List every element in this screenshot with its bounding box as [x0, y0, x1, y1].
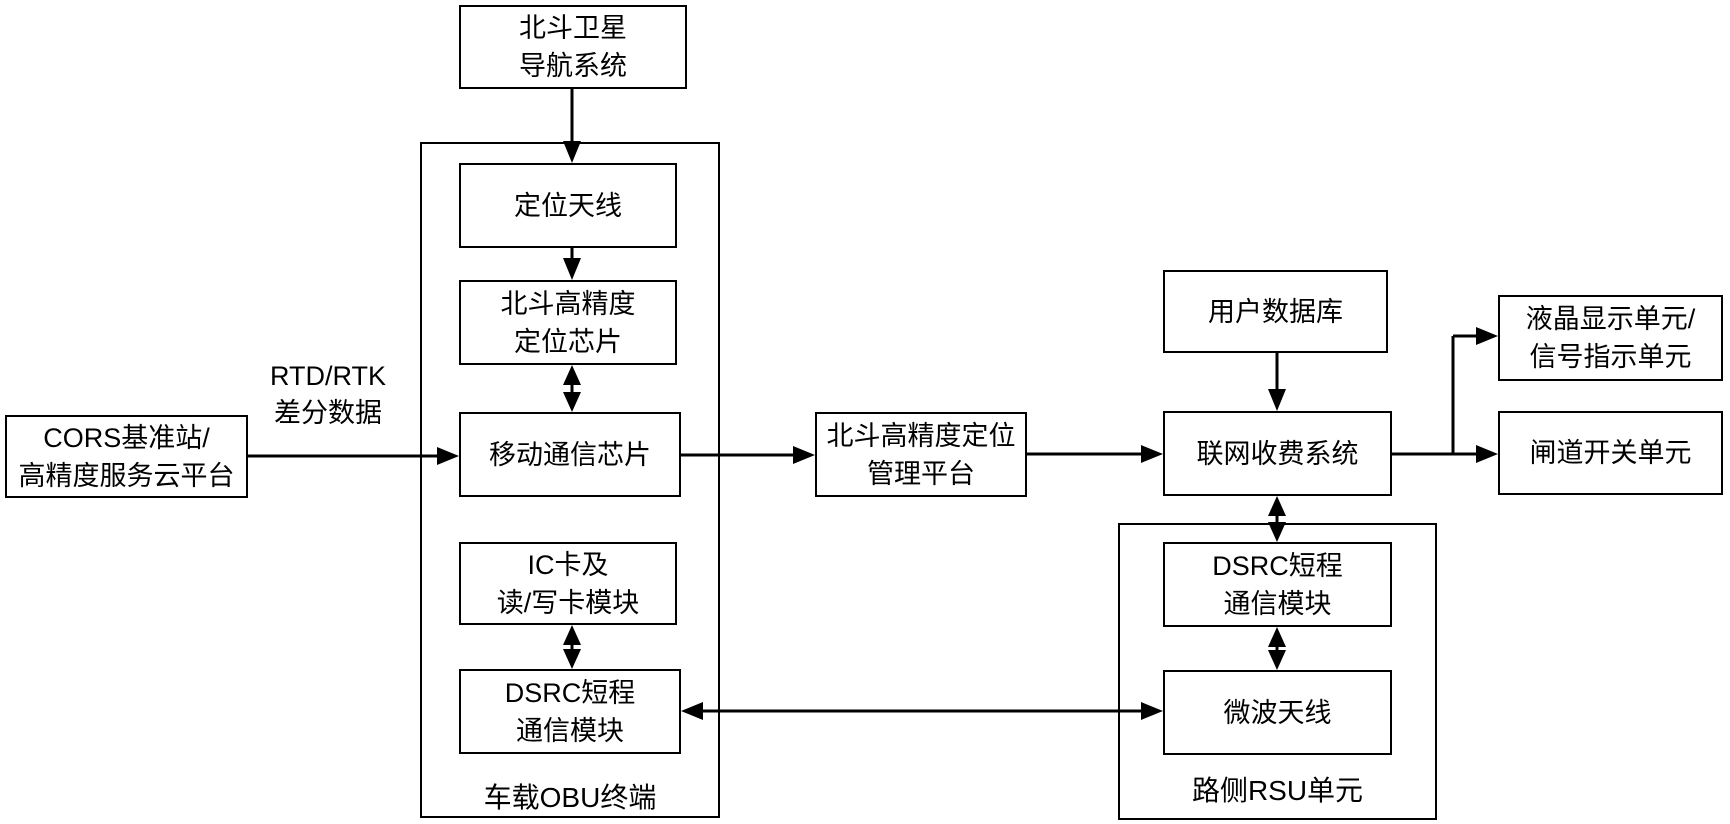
- node-cors-station: CORS基准站/ 高精度服务云平台: [5, 415, 248, 498]
- node-beidou-satellite: 北斗卫星 导航系统: [459, 5, 687, 89]
- node-obu-dsrc-module: DSRC短程 通信模块: [459, 669, 681, 754]
- node-mobile-comm-chip: 移动通信芯片: [459, 412, 681, 497]
- node-toll-system: 联网收费系统: [1163, 411, 1392, 496]
- arrow-userdb-to-toll-icon: [1268, 353, 1286, 411]
- arrow-platform-to-toll-icon: [1027, 445, 1163, 463]
- node-lcd-signal-unit: 液晶显示单元/ 信号指示单元: [1498, 295, 1723, 381]
- node-rsu-dsrc-module: DSRC短程 通信模块: [1163, 542, 1392, 627]
- arrow-toll-branch-to-lcd-and-gate-icon: [1392, 327, 1498, 463]
- node-microwave-antenna: 微波天线: [1163, 670, 1392, 755]
- node-positioning-antenna: 定位天线: [459, 163, 677, 248]
- rsu-unit-label: 路侧RSU单元: [1191, 775, 1364, 806]
- node-gate-switch-unit: 闸道开关单元: [1498, 411, 1723, 495]
- arrow-obudsrc-microwave-bidirectional-icon: [681, 702, 1163, 720]
- rtd-rtk-edge-label: RTD/RTK 差分数据: [269, 361, 386, 428]
- node-mgmt-platform: 北斗高精度定位 管理平台: [815, 412, 1027, 497]
- obu-terminal-label: 车载OBU终端: [483, 782, 657, 813]
- node-beidou-precision-chip: 北斗高精度 定位芯片: [459, 280, 677, 365]
- node-ic-card-module: IC卡及 读/写卡模块: [459, 542, 677, 625]
- node-user-database: 用户数据库: [1163, 270, 1388, 353]
